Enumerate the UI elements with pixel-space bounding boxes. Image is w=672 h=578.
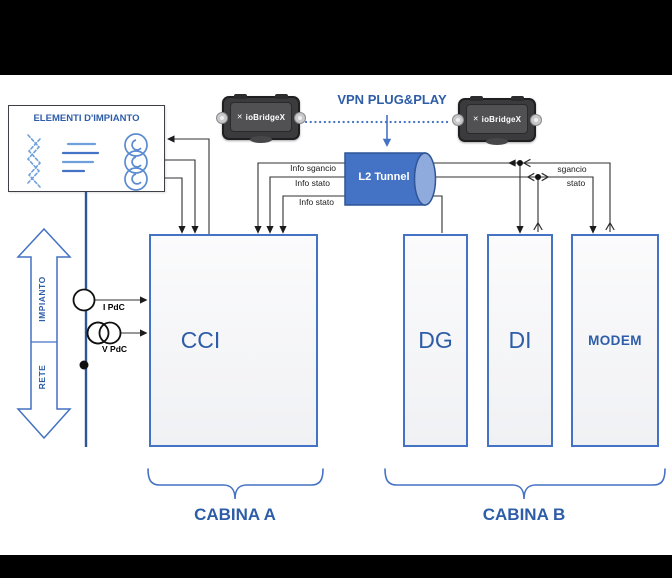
- open-arrowheads: [522, 158, 615, 231]
- arrowhead-into-modem: [589, 226, 597, 234]
- info-sgancio-label: Info sgancio: [290, 163, 336, 173]
- modem-label: MODEM: [588, 333, 642, 348]
- stato-label: stato: [566, 178, 586, 188]
- cabina-b-label: CABINA B: [482, 505, 566, 524]
- iobridgex-label: ioBridgeX: [245, 112, 286, 122]
- list-lines-icon: [61, 142, 100, 173]
- device-tab: [470, 96, 483, 101]
- bottom-letterbox-bar: [0, 555, 672, 578]
- di-label: DI: [508, 327, 532, 353]
- mounting-ear-icon: [216, 112, 228, 124]
- tunnel-end-cap: [413, 152, 437, 206]
- bus-node-dot: [79, 360, 89, 370]
- device-faceplate: ✕ ioBridgeX: [230, 102, 292, 132]
- elementi-impianto-box: ELEMENTI D'IMPIANTO: [8, 105, 165, 192]
- arrowhead-ipdc: [140, 296, 148, 304]
- impianto-axis-label: IMPIANTO: [37, 276, 47, 322]
- iobridgex-device-right: ✕ ioBridgeX: [452, 96, 542, 145]
- iobridgex-logo-icon: ✕: [472, 116, 479, 123]
- cabina-b-brace: [384, 468, 666, 500]
- info-stato-label-1: Info stato: [295, 178, 330, 188]
- cci-to-impianto-line: [174, 138, 210, 234]
- coil-hook-2: [131, 156, 142, 168]
- impianto-to-cci-line-1: [165, 159, 196, 226]
- mounting-ear-icon: [452, 114, 464, 126]
- arrowhead-cci-top-3: [254, 226, 262, 234]
- vpn-label-bold: VPN: [337, 92, 365, 107]
- iobridgex-device-left: ✕ ioBridgeX: [216, 94, 306, 143]
- sgancio-label: sgancio: [557, 164, 587, 174]
- arrowhead-sgancio-left: [508, 159, 516, 167]
- chevron-left-sgancio: [522, 158, 531, 168]
- tunnel-body: [344, 152, 426, 206]
- mounting-ear-icon: [294, 112, 306, 124]
- arrowhead-into-di: [516, 226, 524, 234]
- junction-dot-sgancio: [517, 160, 523, 166]
- arrowhead-cci-top-2: [178, 226, 186, 234]
- rete-axis-label: RETE: [37, 364, 47, 390]
- coil-circle-3: [124, 167, 148, 191]
- top-letterbox-bar: [0, 0, 672, 75]
- filled-arrowheads: [140, 135, 597, 337]
- i-pdc-label: I PdC: [103, 302, 125, 312]
- coil-hook-1: [131, 139, 142, 151]
- impianto-to-cci-line-2: [165, 177, 183, 226]
- device-faceplate: ✕ ioBridgeX: [466, 104, 528, 134]
- arrowhead-cci-top-5: [279, 226, 287, 234]
- cabina-a-label: CABINA A: [194, 505, 276, 524]
- mounting-ear-icon: [530, 114, 542, 126]
- junction-dot-stato: [535, 174, 541, 180]
- cci-label: CCI: [180, 327, 221, 353]
- coil-circle-1: [124, 133, 148, 157]
- arrowhead-cci-top-1: [191, 226, 199, 234]
- voltage-transformer-coil-2: [98, 321, 122, 345]
- junction-dots: [517, 160, 541, 180]
- iobridgex-label: ioBridgeX: [481, 114, 522, 124]
- vpn-down-arrowhead: [382, 138, 392, 147]
- device-tab: [275, 94, 288, 99]
- arrowhead-vpdc: [140, 329, 148, 337]
- coil-circle-2: [124, 150, 148, 174]
- arrowhead-into-impianto: [167, 135, 175, 143]
- device-foot: [486, 138, 508, 145]
- chevron-up-di: [533, 221, 543, 231]
- di-block: DI: [487, 234, 553, 447]
- elementi-impianto-title: ELEMENTI D'IMPIANTO: [33, 113, 140, 124]
- v-pdc-label: V PdC: [102, 344, 128, 354]
- current-transformer-symbol: [72, 288, 96, 312]
- l2-tunnel-cylinder: [344, 152, 437, 206]
- chevron-right-stato: [541, 172, 550, 182]
- info-stato-label-2: Info stato: [299, 197, 334, 207]
- dg-block: DG: [403, 234, 468, 447]
- coil-hook-3: [131, 173, 142, 185]
- arrowhead-cci-top-4: [266, 226, 274, 234]
- vpn-plug-and-play-label: VPN PLUG&PLAY: [322, 93, 462, 107]
- vpn-label-rest: PLUG&PLAY: [367, 92, 447, 107]
- chevron-up-modem: [605, 221, 615, 231]
- impianto-rete-double-arrow: [16, 227, 72, 440]
- device-foot: [250, 136, 272, 143]
- voltage-transformer-coil-1-outline: [86, 321, 110, 345]
- modem-block: MODEM: [571, 234, 659, 447]
- cci-block: CCI: [149, 234, 318, 447]
- cabina-a-brace: [147, 468, 324, 500]
- dg-label: DG: [418, 327, 453, 353]
- device-tab: [511, 96, 524, 101]
- device-tab: [234, 94, 247, 99]
- l2-tunnel-label: L2 Tunnel: [358, 171, 410, 183]
- zigzag-lines-icon: [26, 134, 42, 188]
- transformer-coils-icon: [124, 133, 148, 191]
- zigzag-line-2: [27, 138, 42, 188]
- iobridgex-logo-icon: ✕: [236, 114, 243, 121]
- chevron-left-stato: [526, 172, 535, 182]
